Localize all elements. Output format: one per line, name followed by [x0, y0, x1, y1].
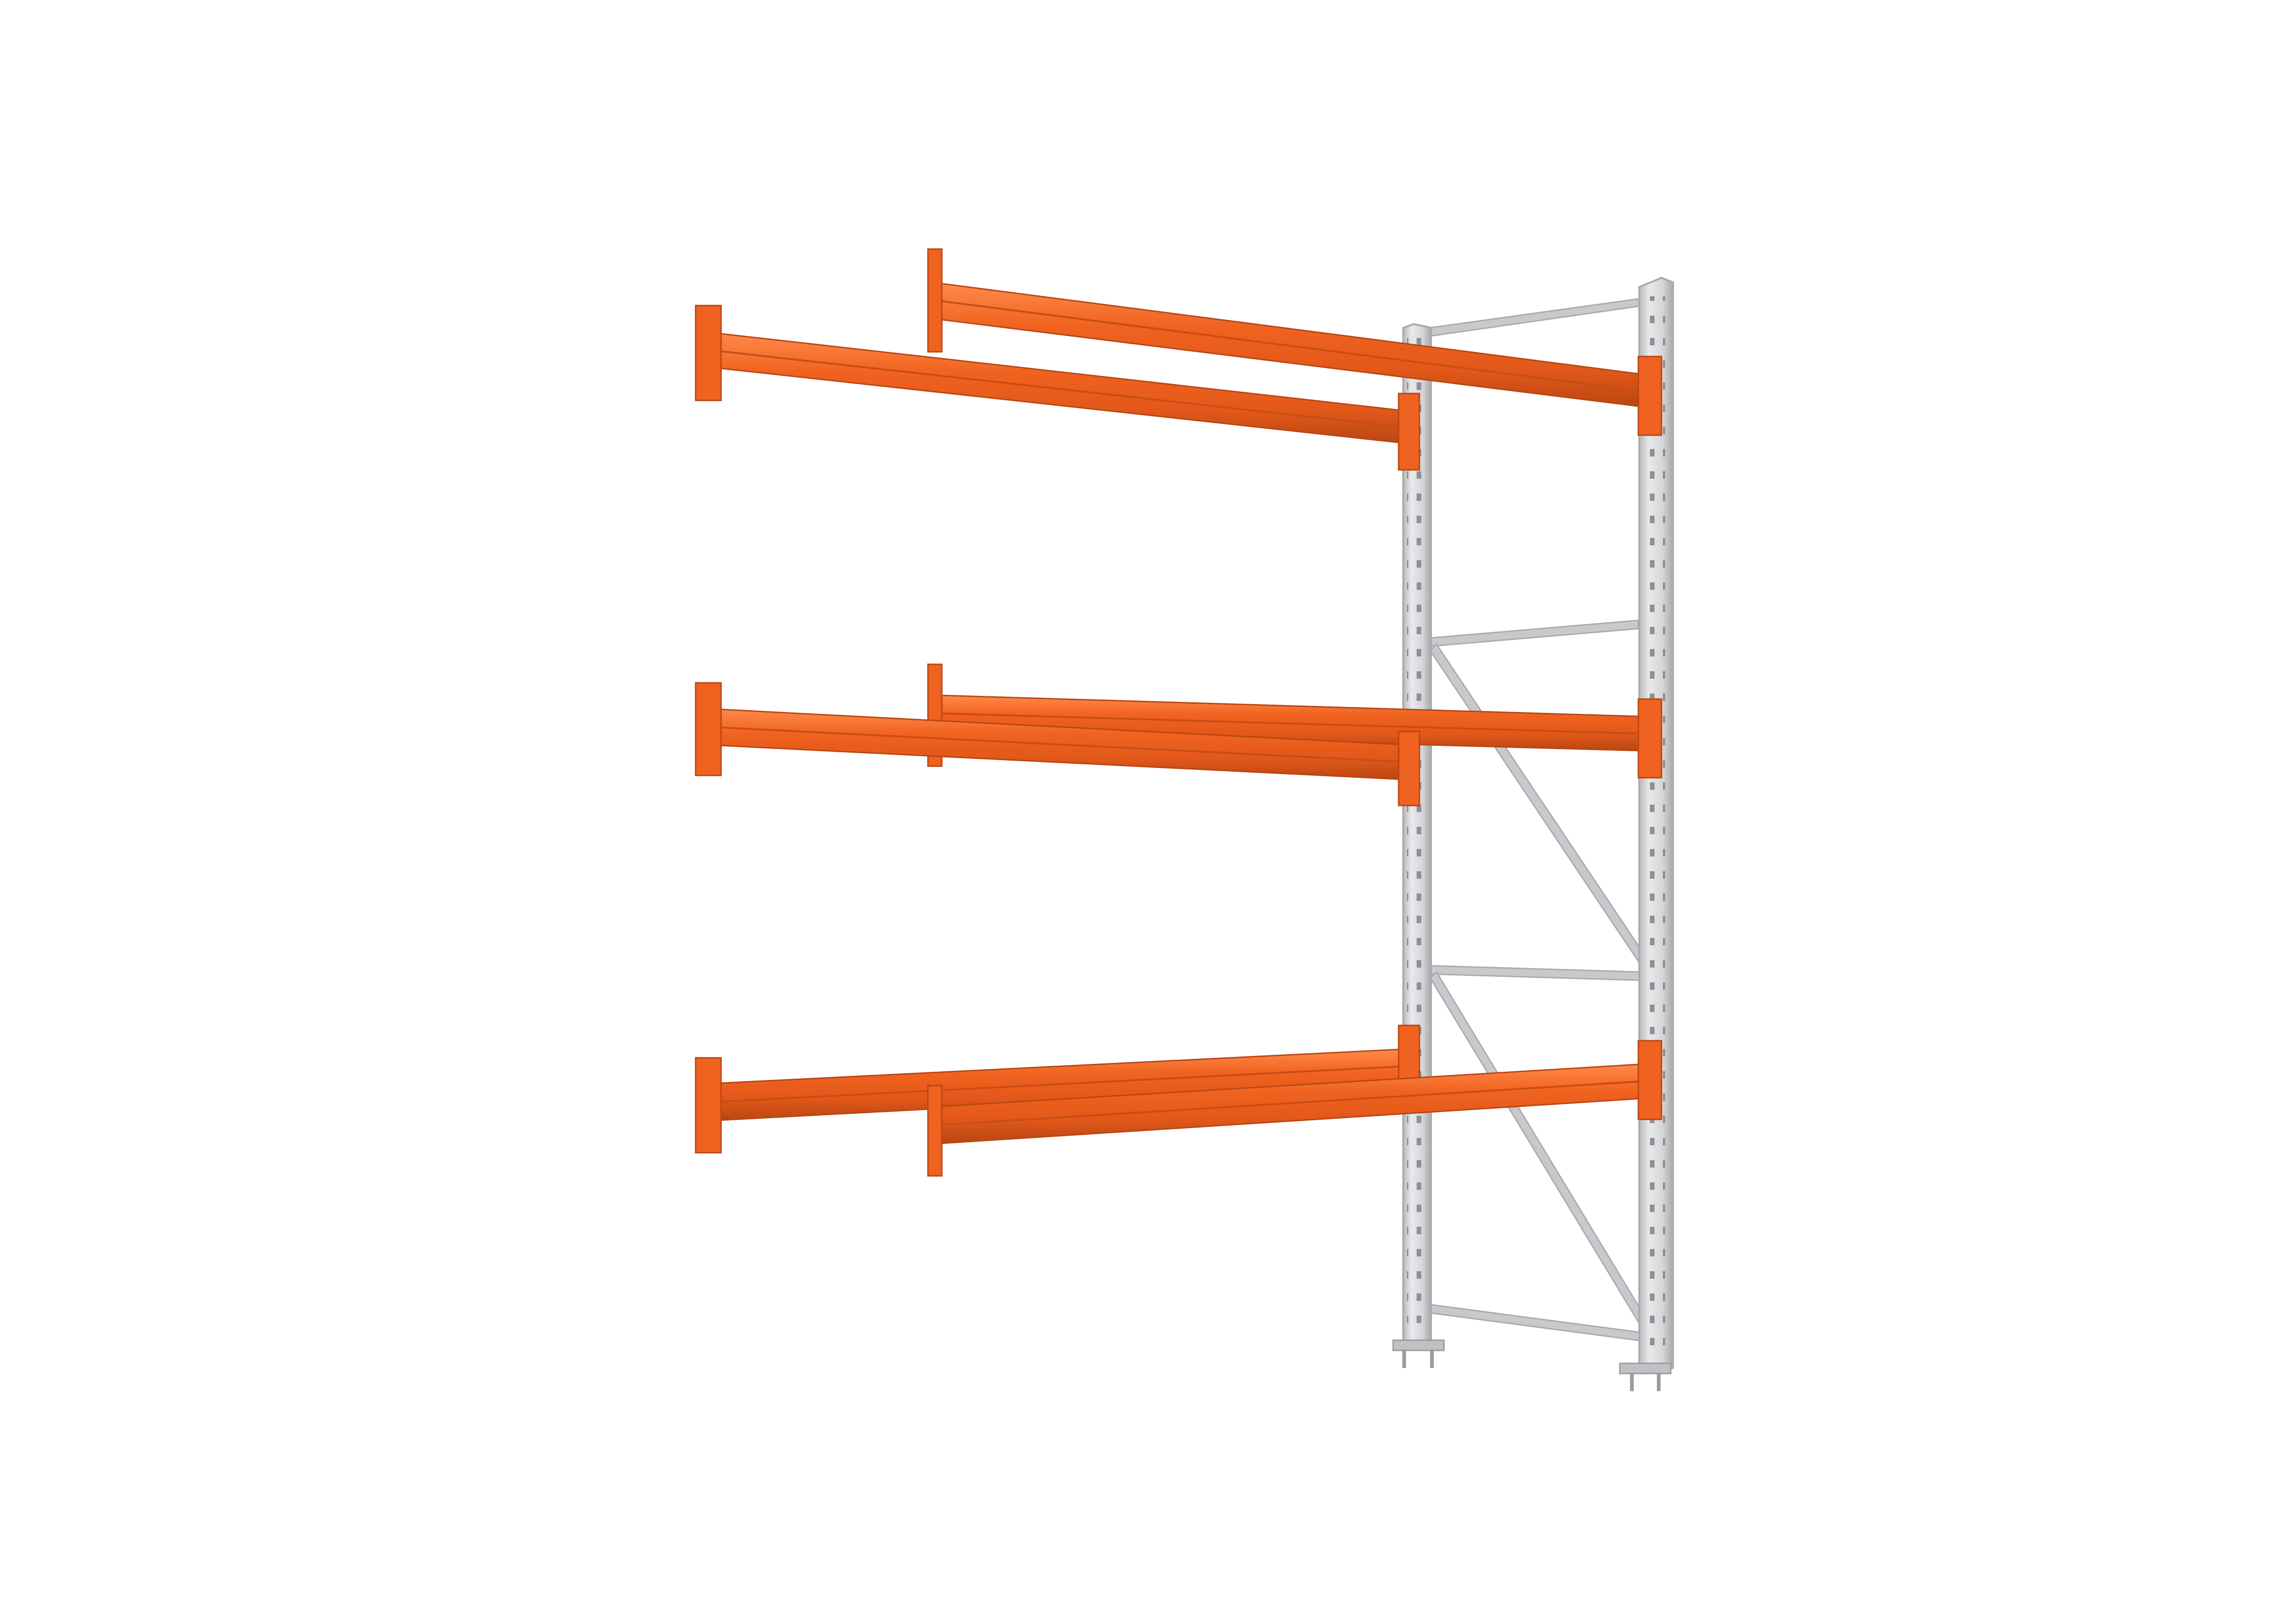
back-beam-3-connector-right — [1637, 1040, 1662, 1120]
front-beam-3-connector-left — [695, 1057, 722, 1154]
front-baseplate — [1392, 1339, 1445, 1351]
front-upright — [1392, 323, 1445, 1368]
beam-level-1 — [695, 248, 1662, 471]
back-beam-1-connector-left — [927, 248, 943, 353]
front-beam-1-connector-right — [1398, 393, 1420, 471]
back-beam-3-connector-left — [927, 1085, 943, 1177]
top-brace — [1429, 295, 1658, 337]
lower-diagonal-brace — [1429, 971, 1653, 1336]
bottom-brace — [1429, 1304, 1649, 1343]
rear-baseplate — [1619, 1362, 1672, 1374]
back-beam-1-connector-right — [1637, 356, 1662, 436]
upper-middle-brace — [1429, 619, 1639, 647]
frame-braces — [1429, 295, 1658, 1343]
rear-upright — [1619, 276, 1674, 1391]
back-beam-2-connector-right — [1637, 698, 1662, 779]
front-beam-2-connector-right — [1398, 731, 1420, 806]
lower-middle-brace — [1429, 965, 1649, 981]
front-beam-2-connector-left — [695, 682, 722, 776]
beam-level-2 — [695, 663, 1662, 806]
beam-level-3 — [695, 1024, 1662, 1177]
upper-diagonal-brace — [1429, 643, 1651, 970]
front-beam-1-connector-left — [695, 305, 722, 401]
